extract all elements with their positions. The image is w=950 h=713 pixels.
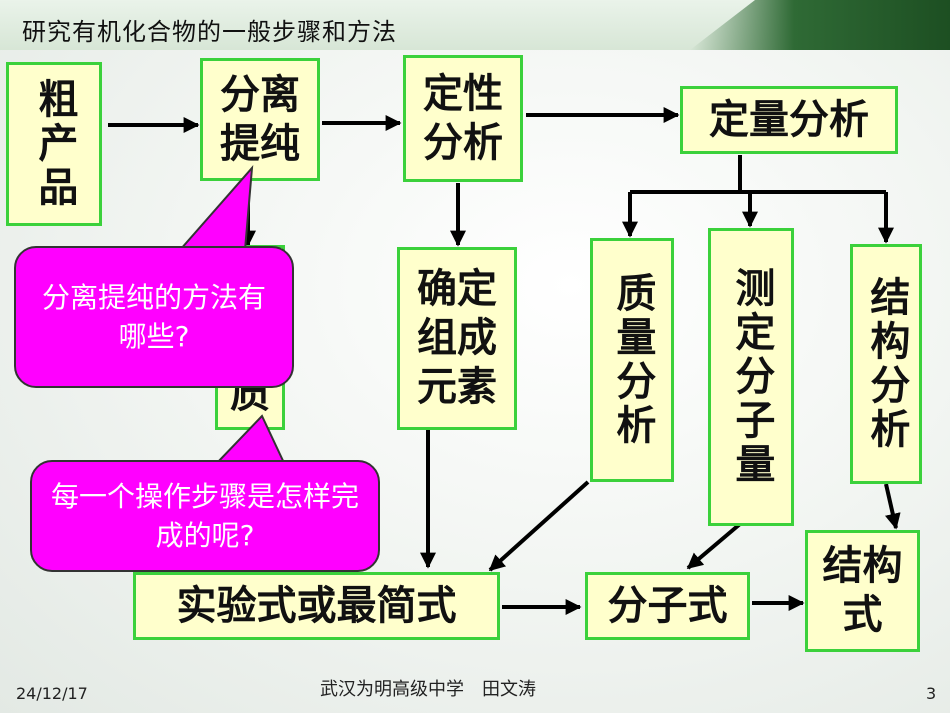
box-determine-elements: 确定组成元素 bbox=[397, 247, 517, 430]
title-bar: 研究有机化合物的一般步骤和方法 bbox=[0, 0, 950, 50]
footer-date: 24/12/17 bbox=[16, 684, 88, 703]
footer-page-number: 3 bbox=[926, 684, 937, 703]
arrow-molar-to-molecular bbox=[686, 522, 742, 570]
box-separate-purify: 分离提纯 bbox=[200, 58, 320, 181]
arrow-mass-to-empirical bbox=[488, 480, 590, 572]
box-structural-formula: 结构式 bbox=[805, 530, 920, 652]
footer-author: 武汉为明高级中学 田文涛 bbox=[320, 679, 536, 700]
box-qualitative-analysis: 定性分析 bbox=[403, 55, 523, 182]
box-measure-molar-mass: 测定分子量 bbox=[708, 228, 794, 526]
box-structure-analysis: 结构分析 bbox=[850, 244, 922, 484]
arrow-structure-to-structural bbox=[884, 483, 901, 530]
box-crude-product: 粗产品 bbox=[6, 62, 102, 226]
box-empirical-formula: 实验式或最简式 bbox=[133, 572, 500, 640]
question-bubble-each-step: 每一个操作步骤是怎样完成的呢? bbox=[30, 460, 380, 572]
box-quantitative-analysis: 定量分析 bbox=[680, 86, 898, 154]
question-bubble-separation-methods: 分离提纯的方法有哪些? bbox=[14, 246, 294, 388]
slide-title: 研究有机化合物的一般步骤和方法 bbox=[22, 18, 397, 46]
box-molecular-formula: 分子式 bbox=[585, 572, 750, 640]
box-mass-analysis: 质量分析 bbox=[590, 238, 674, 482]
